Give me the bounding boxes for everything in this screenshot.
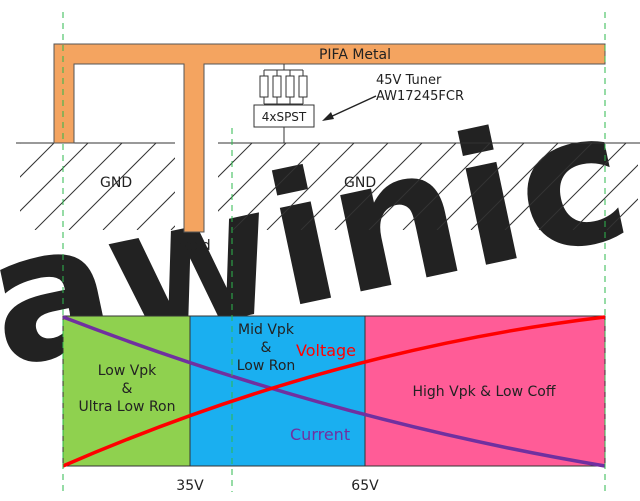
pifa-label: PIFA Metal <box>319 47 391 63</box>
current-curve <box>62 315 606 468</box>
gnd-left-label: GND <box>100 175 132 191</box>
tuner-arrow <box>327 95 377 119</box>
voltage-label: Voltage <box>296 341 356 360</box>
pifa-metal <box>53 43 606 233</box>
tick-35v: 35V <box>176 478 204 494</box>
ground-left <box>16 142 175 230</box>
region-mid-line1: Mid Vpk <box>238 322 295 338</box>
region-low-line1: Low Vpk <box>98 363 157 379</box>
tuner-line2: AW17245FCR <box>376 89 464 104</box>
switch-label: 4xSPST <box>262 110 307 124</box>
voltage-curve <box>62 315 606 468</box>
region-mid-line3: Low Ron <box>237 358 296 374</box>
tick-65v: 65V <box>351 478 379 494</box>
tuner-switch <box>253 64 315 143</box>
region-low-line3: Ultra Low Ron <box>79 399 176 415</box>
region-high-vpk <box>364 315 606 467</box>
gnd-right-label: GND <box>344 175 376 191</box>
tuner-arrow-head <box>322 112 334 121</box>
region-mid-line2: & <box>261 340 272 356</box>
region-low-line2: & <box>122 381 133 397</box>
tuner-line1: 45V Tuner <box>376 73 442 88</box>
feed-label: Feed <box>177 238 210 254</box>
current-label: Current <box>290 425 350 444</box>
ground-right <box>218 142 640 230</box>
region-high-line1: High Vpk & Low Coff <box>412 384 555 400</box>
